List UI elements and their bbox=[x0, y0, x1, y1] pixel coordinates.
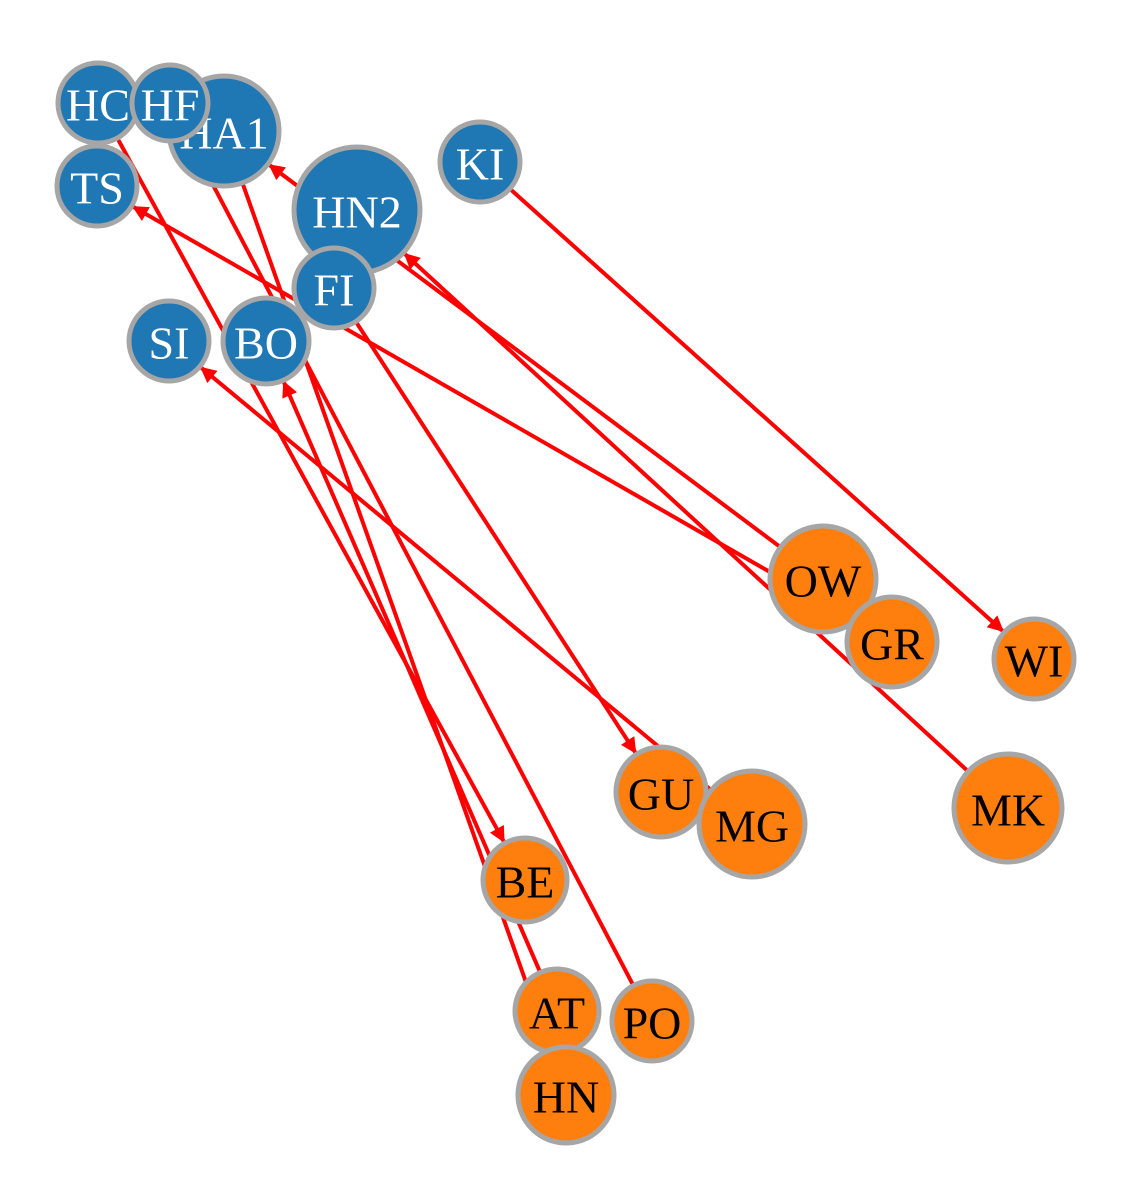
node-label-gu: GU bbox=[628, 769, 694, 820]
node-circle-po bbox=[609, 978, 695, 1064]
edge-mg-to-si bbox=[200, 366, 731, 807]
node-fi[interactable]: FI bbox=[291, 245, 377, 331]
node-circle-mg bbox=[696, 768, 808, 880]
node-circle-hf bbox=[129, 62, 211, 144]
node-label-hn: HN bbox=[533, 1072, 599, 1123]
node-gu[interactable]: GU bbox=[613, 744, 709, 840]
node-ts[interactable]: TS bbox=[54, 143, 140, 229]
node-at[interactable]: AT bbox=[512, 966, 602, 1056]
node-circle-gu bbox=[613, 744, 709, 840]
edges-layer bbox=[106, 121, 1005, 1050]
node-hn[interactable]: HN bbox=[515, 1044, 617, 1146]
edge-fi-to-gu bbox=[344, 305, 638, 754]
node-bo[interactable]: BO bbox=[220, 295, 312, 387]
node-circle-fi bbox=[291, 245, 377, 331]
node-label-hc: HC bbox=[66, 80, 130, 131]
node-circle-bo bbox=[220, 295, 312, 387]
node-circle-mk bbox=[951, 751, 1065, 865]
node-label-gr: GR bbox=[860, 619, 924, 670]
node-label-mk: MK bbox=[971, 785, 1045, 836]
node-be[interactable]: BE bbox=[480, 835, 570, 925]
edge-hc-to-be bbox=[106, 121, 506, 843]
node-circle-be bbox=[480, 835, 570, 925]
node-hf[interactable]: HF bbox=[129, 62, 211, 144]
node-ow[interactable]: OW bbox=[767, 523, 879, 635]
node-label-ow: OW bbox=[785, 556, 862, 607]
node-hc[interactable]: HC bbox=[55, 60, 141, 146]
node-mk[interactable]: MK bbox=[951, 751, 1065, 865]
node-label-hf: HF bbox=[141, 80, 200, 131]
node-ki[interactable]: KI bbox=[437, 119, 523, 205]
node-label-at: AT bbox=[529, 988, 585, 1039]
node-circle-wi bbox=[991, 616, 1077, 702]
node-label-bo: BO bbox=[234, 318, 298, 369]
node-circle-si bbox=[126, 298, 212, 384]
node-circle-gr bbox=[844, 594, 940, 690]
edge-ki-to-wi bbox=[495, 175, 1005, 633]
node-circle-ow bbox=[767, 523, 879, 635]
node-label-be: BE bbox=[496, 857, 555, 908]
node-si[interactable]: SI bbox=[126, 298, 212, 384]
node-label-ki: KI bbox=[456, 139, 505, 190]
node-circle-ki bbox=[437, 119, 523, 205]
node-label-ts: TS bbox=[70, 163, 124, 214]
node-po[interactable]: PO bbox=[609, 978, 695, 1064]
node-label-po: PO bbox=[623, 998, 682, 1049]
node-wi[interactable]: WI bbox=[991, 616, 1077, 702]
node-label-hn2: HN2 bbox=[312, 187, 401, 238]
node-label-fi: FI bbox=[314, 265, 355, 316]
edge-mk-to-hn2 bbox=[403, 252, 988, 790]
edge-po-to-hf bbox=[186, 136, 644, 1003]
node-hn2[interactable]: HN2 bbox=[291, 144, 423, 276]
node-circle-ts bbox=[54, 143, 140, 229]
node-gr[interactable]: GR bbox=[844, 594, 940, 690]
node-mg[interactable]: MG bbox=[696, 768, 808, 880]
node-label-mg: MG bbox=[715, 801, 789, 852]
node-label-si: SI bbox=[149, 318, 190, 369]
edge-gr-to-ts bbox=[132, 205, 872, 632]
node-circle-hn bbox=[515, 1044, 617, 1146]
node-label-wi: WI bbox=[1005, 636, 1064, 687]
